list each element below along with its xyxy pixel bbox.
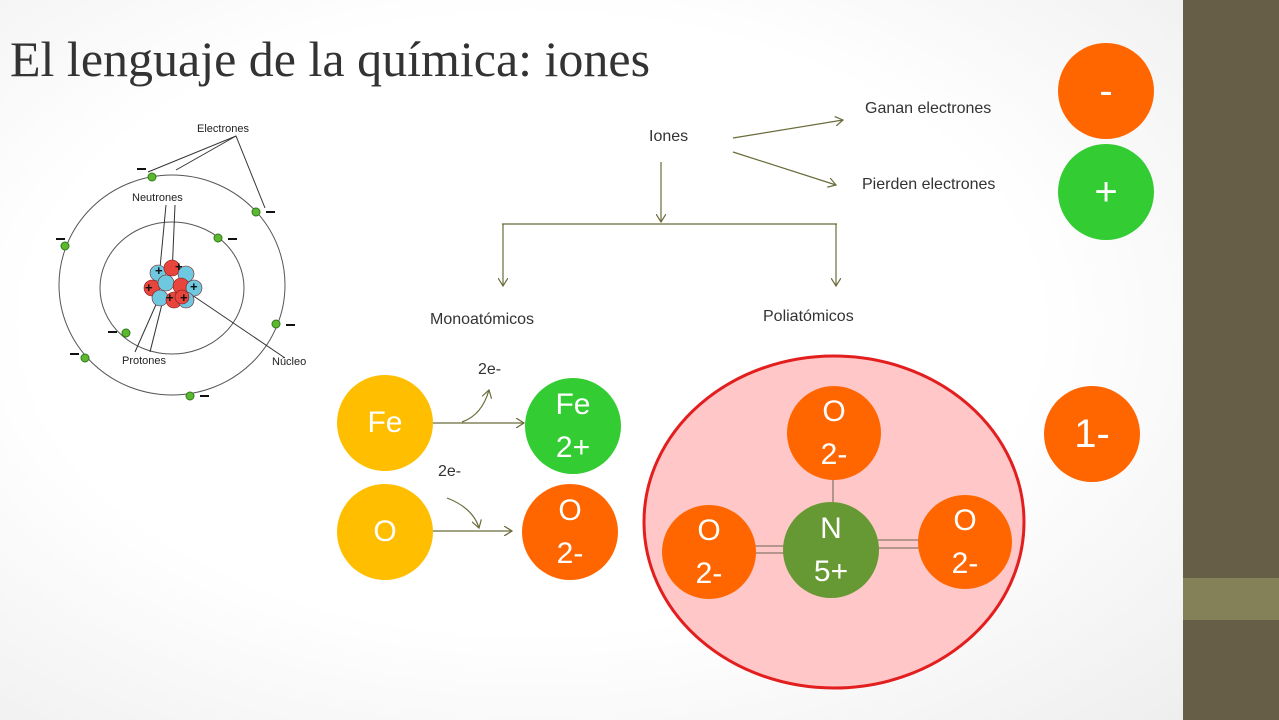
arrow-to-gain [732,120,843,139]
svg-text:+: + [190,279,198,294]
nucleus [143,259,203,309]
nucleus-plus-signs: + + + + + + [145,259,198,305]
net-charge: 1- [1074,412,1110,456]
o-top-charge: 2- [820,438,848,471]
protons-pointer-2 [134,299,159,353]
o-atom-circle: O [337,484,433,580]
electron-dots [60,172,281,401]
o-atom-symbol: O [373,515,397,549]
electron-signs [56,168,295,397]
nucleus-pointer [191,294,286,359]
o-right-charge: 2- [951,547,979,580]
svg-text:+: + [175,259,183,274]
o-transfer-label: 2e- [438,463,462,480]
svg-text:+: + [155,263,163,278]
fe-ion-charge: 2+ [555,431,591,464]
plus-sign: + [1094,170,1118,214]
arrow-to-lose [732,151,836,185]
atom-diagram: + + + + + + Electrones Neutrones Protone… [56,123,306,401]
minus-sign-circle: - [1058,43,1154,139]
inner-orbit [99,221,245,355]
nucleus-label: Núcleo [272,356,306,368]
electrons-label: Electrones [197,123,249,135]
o-ion-circle: O 2- [522,484,618,580]
n-center-circle: N 5+ [783,502,879,598]
outer-orbit [58,174,286,396]
net-charge-circle: 1- [1044,386,1140,482]
slide-title: El lenguaje de la química: iones [10,31,651,87]
fe-ion-symbol: Fe [555,387,591,421]
svg-text:+: + [145,280,153,295]
svg-text:+: + [180,290,188,305]
label-mono: Monoatómicos [430,311,535,328]
electrons-pointer-2 [175,135,237,171]
o-top-symbol: O [822,394,846,428]
nitrate-diagram [642,354,1026,690]
fe-transfer-label: 2e- [478,361,502,378]
o-ion-charge: 2- [556,537,584,570]
n-center-charge: 5+ [813,555,849,588]
plus-sign-circle: + [1058,144,1154,240]
neutrons-label: Neutrones [132,192,183,204]
o-electron-gain-arrow [446,497,479,528]
o-top-circle: O 2- [787,386,881,480]
label-poly: Poliatómicos [763,308,854,325]
o-right-circle: O 2- [918,495,1012,589]
sidebar-band [1183,578,1279,620]
o-left-symbol: O [697,513,721,547]
neutrons-pointer [159,204,167,269]
protons-pointer [149,299,164,353]
o-left-charge: 2- [695,557,723,590]
label-gain: Ganan electrones [865,100,992,117]
minus-sign: - [1099,69,1113,113]
connectors [432,0,1183,720]
n-center-symbol: N [820,511,842,545]
svg-text:+: + [166,290,174,305]
label-lose: Pierden electrones [862,176,996,193]
label-iones: Iones [649,128,689,145]
o-left-circle: O 2- [662,505,756,599]
fe-atom-circle: Fe [337,375,433,471]
fe-electron-loss-arrow [461,390,489,423]
o-ion-symbol: O [558,493,582,527]
fe-ion-circle: Fe 2+ [525,378,621,474]
protons-label: Protones [122,355,167,367]
fe-atom-symbol: Fe [367,406,403,440]
o-right-symbol: O [953,503,977,537]
